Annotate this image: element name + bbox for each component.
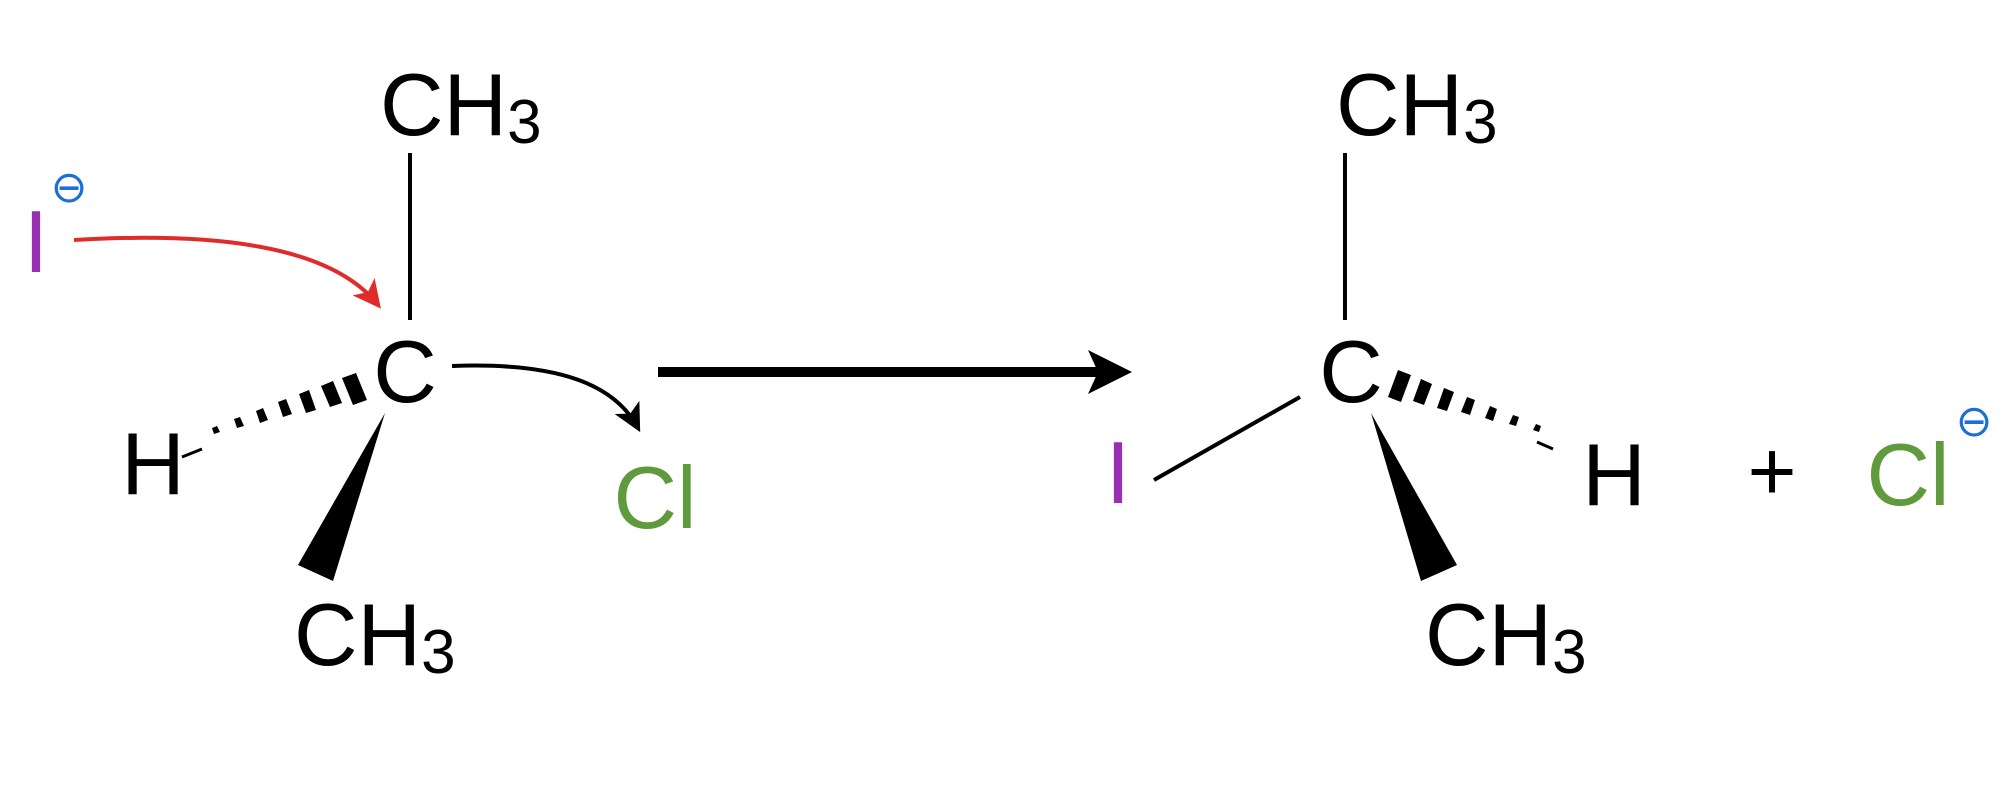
product-bottom-methyl-ch: CH [1425, 585, 1552, 684]
product-solid-wedge-bond [1371, 413, 1457, 581]
product-top-methyl: CH3 [1336, 55, 1498, 157]
leaving-group-chlorine-label: Cl [613, 448, 696, 547]
plus-sign: + [1747, 424, 1796, 518]
product-iodine-label: I [1106, 423, 1130, 522]
product-central-carbon: C [1319, 322, 1383, 421]
product-top-methyl-ch: CH [1336, 55, 1463, 154]
reactant-central-carbon: C [373, 322, 437, 421]
nucleophile-iodine-label: I [24, 192, 48, 291]
product-hydrogen-label: H [1582, 425, 1646, 524]
reactant-hashed-wedge-bond [181, 373, 367, 459]
reactant-bottom-methyl-subscript: 3 [421, 618, 455, 687]
reactant-top-methyl-ch: CH [380, 55, 507, 154]
reactant-molecule: I ⊖ CH3 C H CH3 [24, 55, 697, 687]
chloride-negative-charge: ⊖ [1956, 396, 1993, 447]
svg-text:CH3: CH3 [1336, 55, 1498, 157]
reactant-top-methyl-subscript: 3 [507, 88, 541, 157]
reactant-solid-wedge-bond [298, 413, 385, 581]
product-carbon-iodine-bond [1153, 395, 1301, 482]
nucleophilic-attack-arrow [73, 235, 381, 309]
product-bottom-methyl: CH3 [1425, 585, 1587, 687]
svg-text:CH3: CH3 [294, 585, 456, 687]
svg-text:CH3: CH3 [1425, 585, 1587, 687]
reactant-bottom-methyl-ch: CH [294, 585, 421, 684]
svg-text:CH3: CH3 [380, 55, 542, 157]
bond-breaking-arrow [451, 363, 641, 433]
reactant-top-methyl: CH3 [380, 55, 542, 157]
product-hashed-wedge-bond [1388, 370, 1554, 451]
product-molecule: CH3 C I H CH3 + [1106, 55, 1993, 687]
product-top-methyl-subscript: 3 [1463, 88, 1497, 157]
reaction-arrow [658, 350, 1132, 394]
chloride-ion-label: Cl [1866, 425, 1949, 524]
reactant-bottom-methyl: CH3 [294, 585, 456, 687]
reactant-hydrogen-label: H [121, 414, 185, 513]
nucleophile-negative-charge: ⊖ [51, 162, 88, 213]
product-bottom-methyl-subscript: 3 [1552, 618, 1586, 687]
